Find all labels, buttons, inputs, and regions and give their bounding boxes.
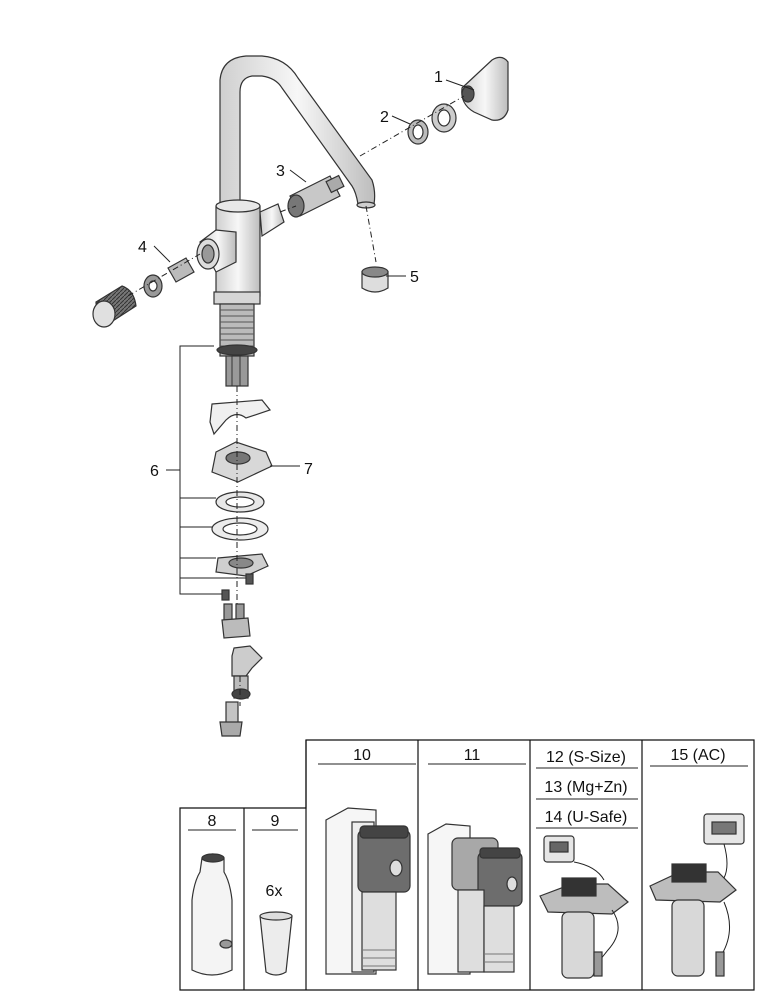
faucet-spout xyxy=(219,55,376,213)
callout-2: 2 xyxy=(380,109,389,126)
nut-ring-2 xyxy=(407,103,457,145)
mounting-bracket xyxy=(209,399,273,483)
connector-hoses xyxy=(219,603,263,737)
callout-7: 7 xyxy=(304,461,313,478)
glass-illustration xyxy=(259,911,293,976)
accessory-15-label: 15 (AC) xyxy=(670,747,725,764)
callout-1: 1 xyxy=(434,69,443,86)
cartridge xyxy=(287,174,345,218)
threaded-shank xyxy=(216,303,258,387)
filter-assembly-illustration xyxy=(539,835,629,979)
accessory-12-label: 12 (S-Size) xyxy=(546,749,626,766)
accessory-8-label: 8 xyxy=(208,813,217,830)
accessory-14-label: 14 (U-Safe) xyxy=(545,809,628,826)
faucet-body xyxy=(196,199,285,305)
accessory-13-label: 13 (Mg+Zn) xyxy=(544,779,627,796)
accessory-9-label: 9 xyxy=(271,813,280,830)
knob-assembly xyxy=(92,257,195,328)
accessory-table xyxy=(179,739,755,991)
washers xyxy=(211,491,269,577)
callout-5: 5 xyxy=(410,269,419,286)
lever-handle xyxy=(461,56,509,121)
accessory-11-label: 11 xyxy=(464,747,481,764)
leader-lines xyxy=(127,79,475,706)
accessory-9-quantity: 6x xyxy=(266,883,283,900)
bottle-illustration xyxy=(191,853,233,976)
double-soda-machine-illustration xyxy=(427,823,523,975)
callout-6: 6 xyxy=(150,463,159,480)
aerator xyxy=(361,266,389,293)
callout-4: 4 xyxy=(138,239,147,256)
ac-filter-illustration xyxy=(649,813,745,977)
accessory-10-label: 10 xyxy=(353,747,371,764)
soda-machine-illustration xyxy=(325,807,411,975)
screws xyxy=(221,573,254,601)
callout-3: 3 xyxy=(276,163,285,180)
